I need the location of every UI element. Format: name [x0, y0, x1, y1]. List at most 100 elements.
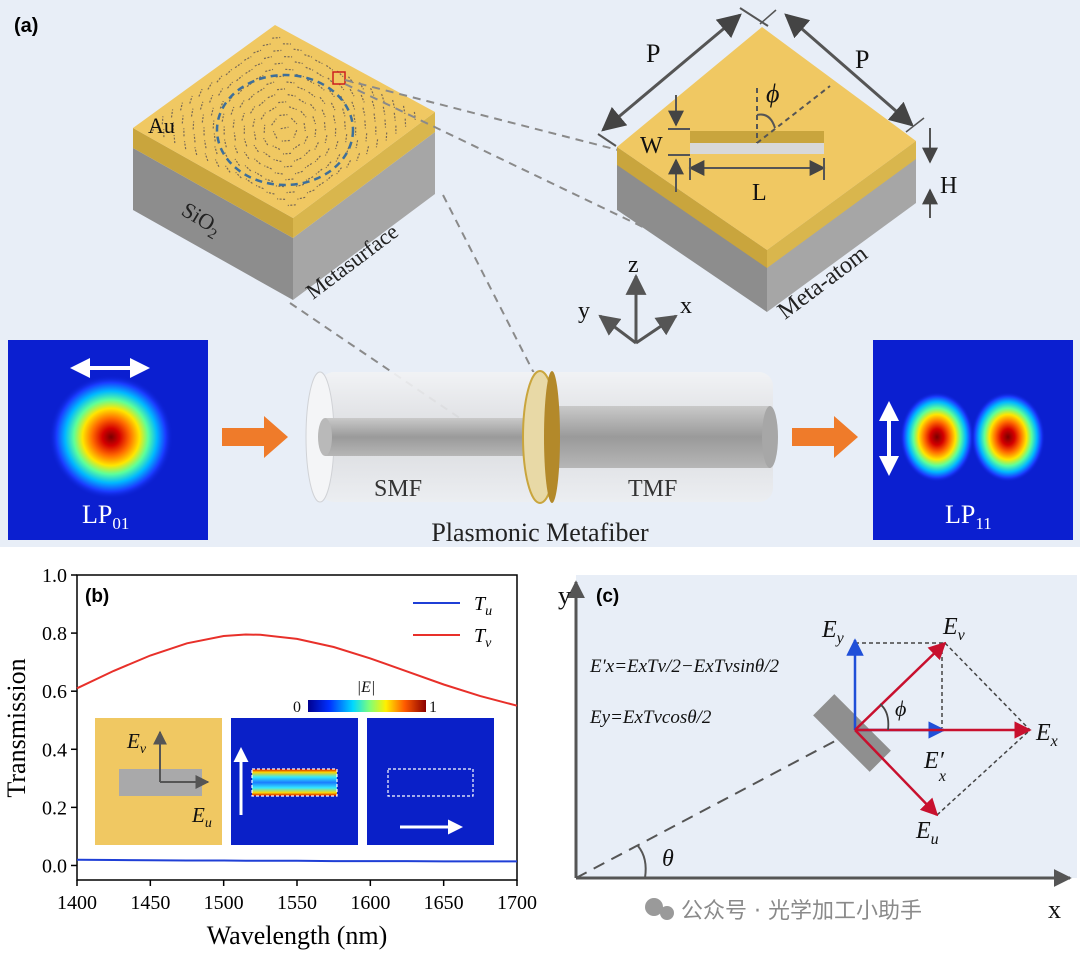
equation-2: Ey=ExTvcosθ/2: [589, 707, 712, 728]
x-tick-label: 1600: [350, 892, 390, 914]
meta-antenna: [297, 196, 306, 200]
meta-antenna: [190, 108, 194, 117]
meta-antenna: [218, 88, 224, 96]
inset-ev-label: Ev: [126, 729, 147, 757]
lp11-mode-image: [873, 340, 1073, 540]
meta-antenna: [262, 43, 271, 47]
meta-antenna: [385, 132, 388, 141]
meta-antenna: [293, 157, 302, 162]
meta-antenna: [294, 170, 303, 175]
meta-antenna: [314, 142, 319, 150]
meta-antenna: [308, 91, 316, 98]
x-axis-title: Wavelength (nm): [207, 921, 388, 950]
meta-antenna: [225, 68, 233, 76]
input-arrow: [222, 416, 288, 458]
meta-antenna: [329, 90, 335, 98]
panel-b-label: (b): [85, 586, 109, 607]
l-label: L: [752, 180, 767, 206]
meta-antenna: [243, 138, 248, 147]
meta-antenna: [371, 100, 376, 109]
meta-antenna: [201, 114, 204, 123]
x-axis-label: x: [680, 293, 692, 319]
meta-antenna: [285, 68, 294, 71]
eu-label: Eu: [915, 818, 939, 848]
y-tick-label: 0.2: [42, 797, 67, 819]
y-axis-title: Transmission: [2, 658, 31, 797]
meta-antenna: [314, 155, 321, 163]
watermark-text: 公众号 · 光学加工小助手: [681, 899, 922, 924]
meta-antenna: [319, 96, 326, 104]
meta-antenna: [272, 130, 278, 139]
series-line-tu: [76, 858, 517, 863]
meta-antenna: [347, 76, 354, 84]
meta-antenna: [326, 174, 334, 181]
meta-antenna: [325, 65, 334, 71]
meta-antenna: [183, 141, 187, 150]
meta-antenna: [324, 135, 328, 144]
meta-antenna: [315, 59, 323, 65]
inset-field-eu: [367, 718, 494, 845]
meta-antenna: [194, 147, 198, 156]
meta-antenna: [342, 108, 346, 117]
meta-antenna: [297, 86, 306, 91]
lp11-label: LP11: [945, 500, 992, 533]
meta-antenna: [170, 109, 174, 118]
slit-element: [813, 694, 891, 772]
meta-antenna: [335, 154, 341, 162]
meta-antenna: [234, 145, 239, 154]
meta-antenna: [258, 100, 266, 107]
meta-antenna: [234, 158, 240, 166]
colorbar-max: 1: [429, 699, 437, 716]
meta-antenna: [216, 75, 223, 83]
y-tick-label: 0.4: [42, 739, 67, 761]
x-tick-label: 1450: [130, 892, 170, 914]
meta-antenna: [253, 144, 259, 153]
meta-antenna: [382, 106, 386, 115]
ex-label: Ex: [1035, 720, 1058, 750]
meta-antenna: [227, 81, 234, 89]
meta-antenna: [193, 134, 196, 143]
meta-antenna: [284, 165, 293, 168]
meta-antenna: [305, 176, 314, 181]
xyz-axes: [598, 273, 678, 345]
meta-antenna: [268, 106, 277, 112]
field-vectors: [846, 638, 1032, 817]
meta-antenna: [277, 198, 286, 200]
meta-antenna: [272, 145, 281, 150]
meta-antenna: [161, 116, 164, 125]
meta-antenna: [253, 49, 262, 54]
meta-antenna: [323, 122, 326, 131]
meta-antenna: [353, 114, 356, 123]
meta-antenna: [252, 118, 256, 127]
meta-antenna: [189, 95, 193, 104]
meta-antenna: [366, 146, 370, 155]
meta-antenna: [282, 152, 292, 155]
meta-antenna: [260, 112, 266, 120]
meta-antenna: [346, 160, 352, 168]
meta-antenna: [267, 94, 276, 99]
meta-antenna: [237, 87, 244, 95]
panel-c-label: (c): [596, 586, 619, 607]
meta-antenna: [286, 81, 295, 84]
meta-antenna: [344, 121, 346, 130]
meta-antenna: [349, 88, 355, 97]
meta-antenna: [199, 101, 204, 110]
meta-antenna: [264, 165, 272, 170]
meta-antenna: [280, 126, 289, 130]
w-label: W: [640, 133, 663, 159]
c-x-axis-label: x: [1048, 895, 1061, 924]
panel-c: y x (c) θ ϕ Ey Ev Ex E′x Eu E′x=ExTv/2−E…: [558, 575, 1077, 924]
meta-antenna: [219, 100, 224, 109]
meta-antenna: [212, 120, 215, 129]
colorbar: [308, 700, 426, 712]
meta-antenna: [293, 129, 298, 138]
meta-antenna: [214, 159, 220, 167]
panel-a-label: (a): [14, 15, 38, 37]
meta-antenna: [235, 171, 242, 179]
meta-antenna: [248, 93, 255, 101]
